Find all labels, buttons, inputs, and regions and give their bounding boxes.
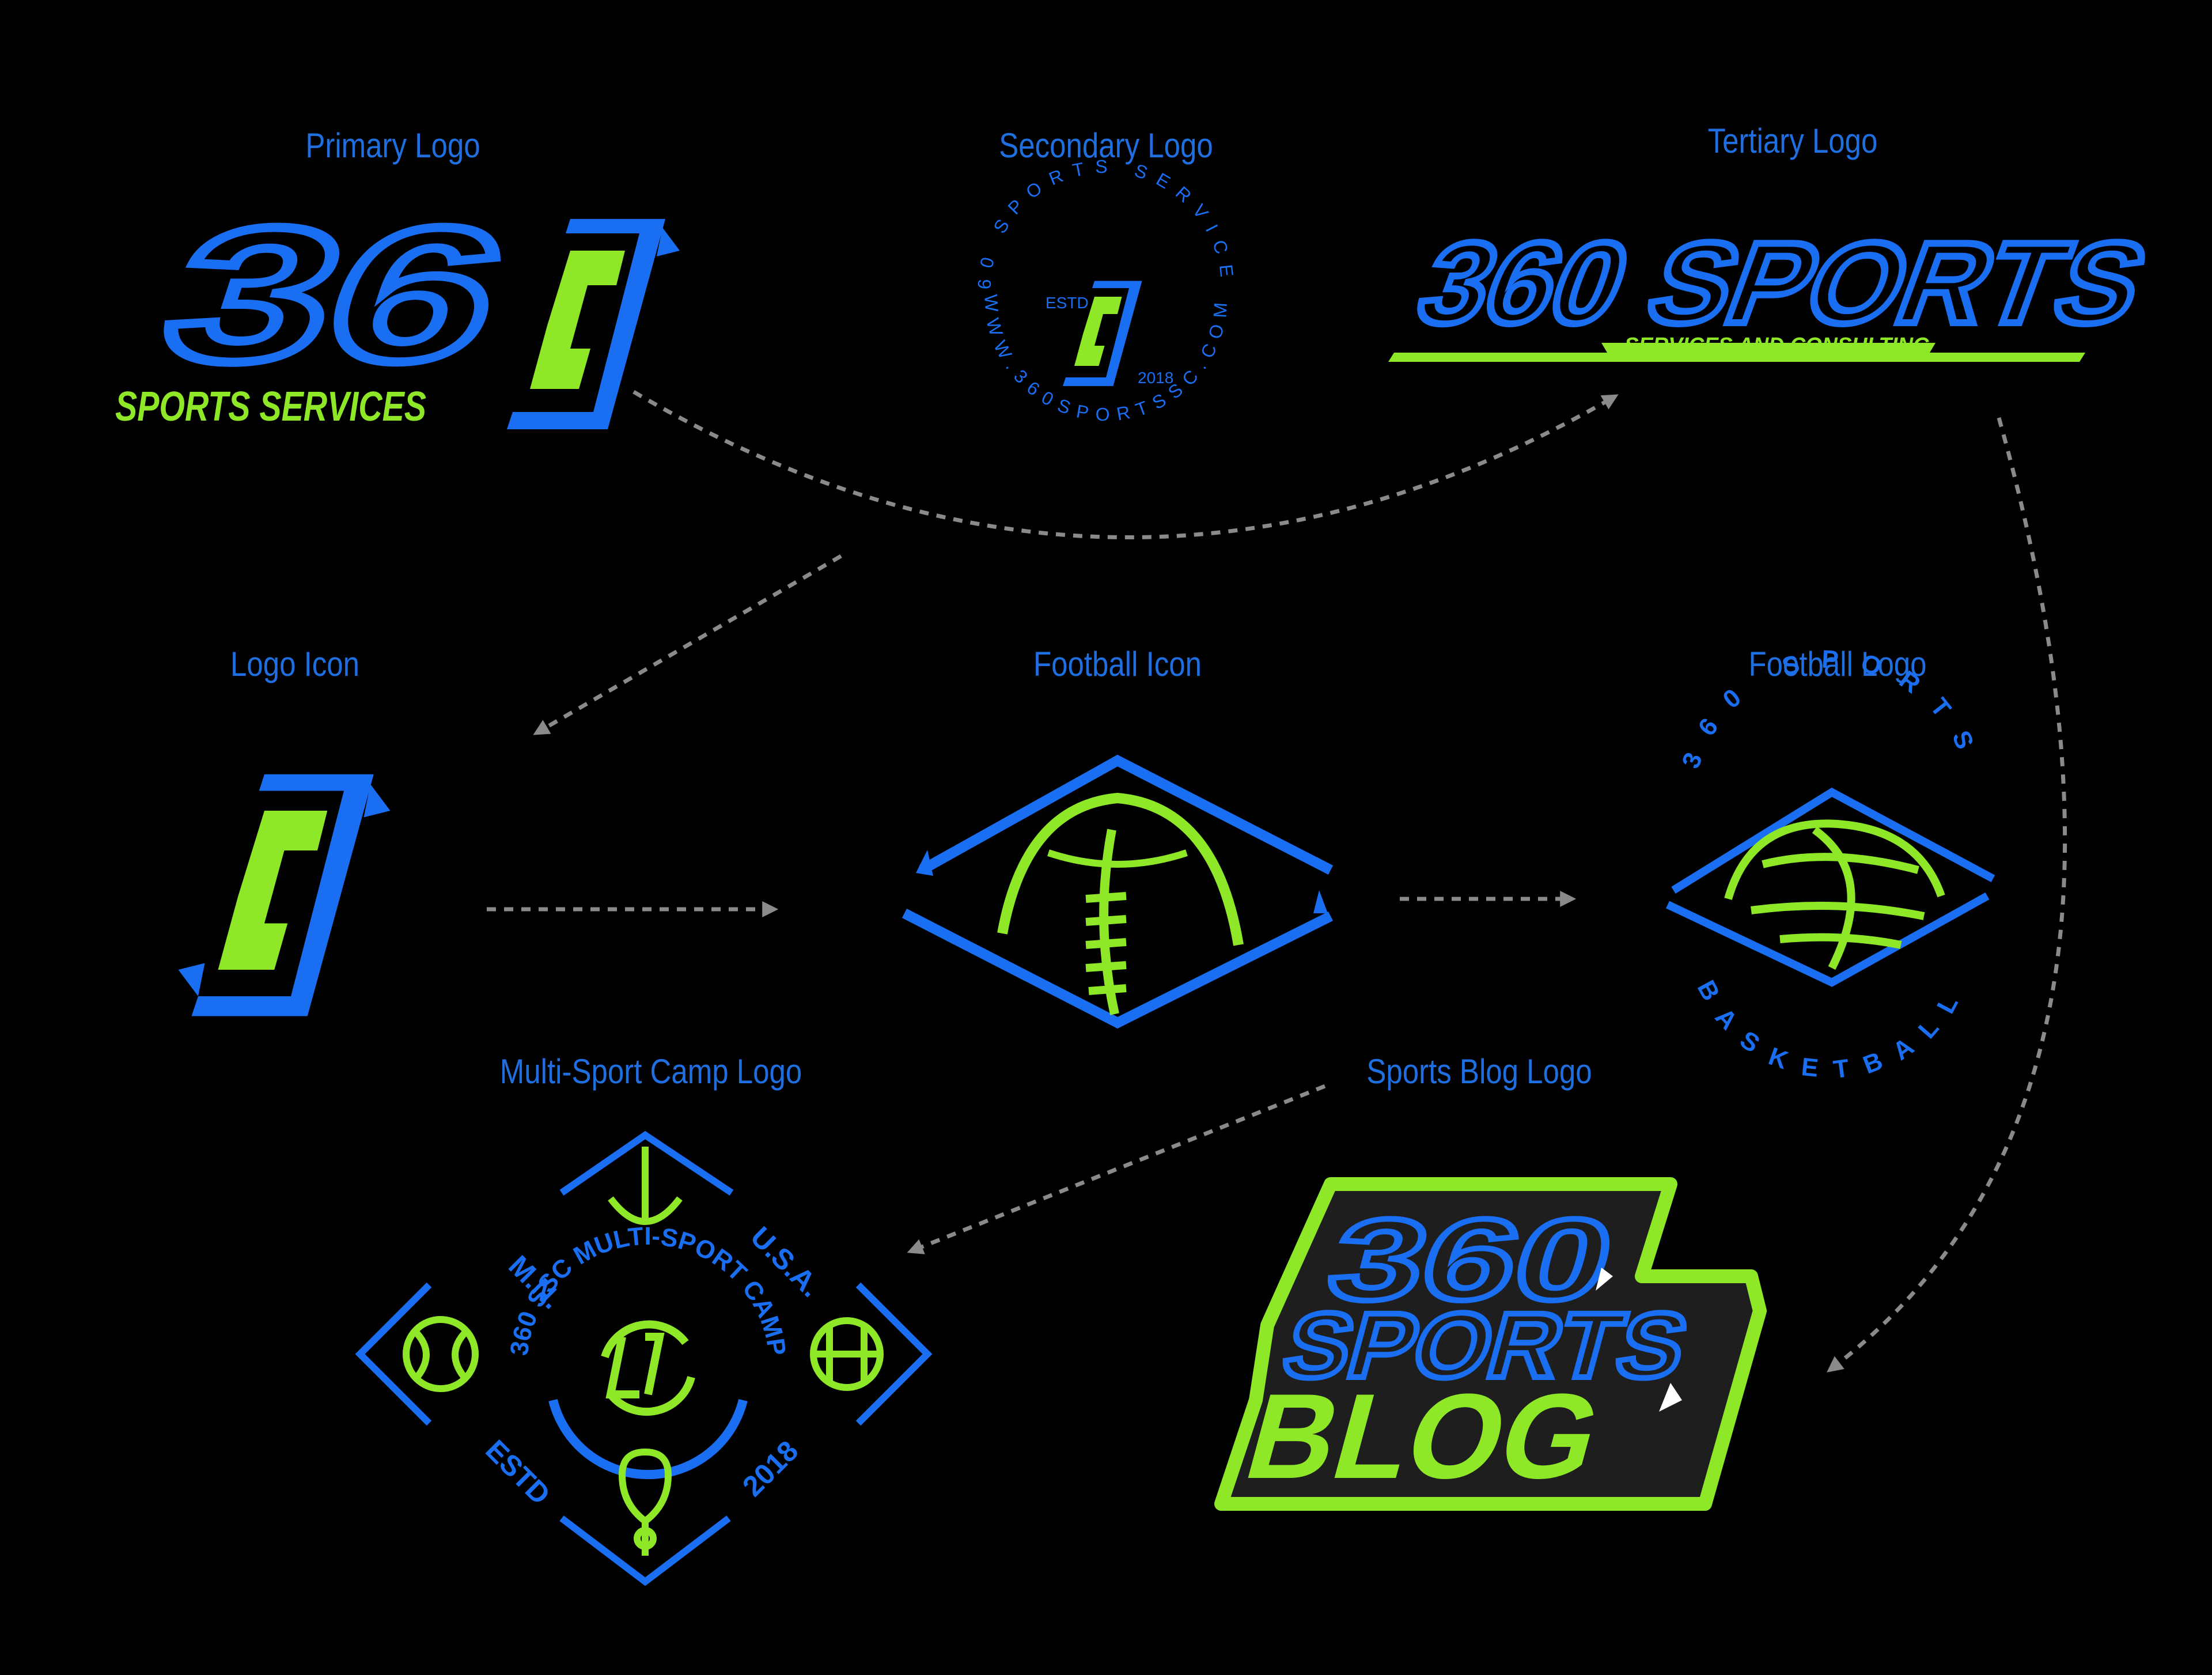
logo-s-icon bbox=[178, 774, 391, 1016]
camp-center-icon bbox=[601, 1320, 695, 1416]
primary-logo-number: 36 bbox=[140, 188, 532, 400]
blog-badge bbox=[1214, 1177, 1767, 1511]
tertiary-subtitle: SERVICES AND CONSULTING bbox=[1624, 334, 1930, 358]
arrow-curve-to-logo-icon bbox=[533, 554, 842, 735]
arrow-primary-to-tertiary bbox=[632, 390, 1619, 539]
connector-arrows bbox=[487, 390, 2067, 1372]
football-logo-bottom: BASKETBALL bbox=[1692, 975, 1955, 1084]
primary-logo: 36 SPORTS SERVICES bbox=[115, 183, 680, 430]
tertiary-logo: 360 SPORTS SERVICES AND CONSULTING bbox=[1388, 215, 2167, 362]
camp-logo: 360 SSC MULTI-SPORT CAMP M.N. U.S.A. EST… bbox=[355, 1130, 933, 1586]
label-football-icon: Football Icon bbox=[1033, 645, 1202, 683]
primary-logo-wordmark: 36 bbox=[135, 183, 536, 405]
camp-left-bottom: ESTD bbox=[479, 1434, 556, 1511]
primary-logo-tagline: SPORTS SERVICES bbox=[115, 384, 426, 430]
secondary-estd: ESTD bbox=[1046, 294, 1089, 312]
baseball-icon bbox=[403, 1316, 479, 1392]
label-secondary-logo: Secondary Logo bbox=[999, 126, 1213, 165]
football-icon bbox=[608, 1147, 683, 1225]
label-camp-logo: Multi-Sport Camp Logo bbox=[499, 1052, 802, 1091]
arrow-tertiary-to-blog bbox=[1827, 417, 2067, 1372]
blog-line3: BLOG bbox=[1233, 1369, 1615, 1504]
basketball-icon bbox=[1724, 819, 1945, 970]
blog-logo: 360 SPORTS BLOG bbox=[1214, 1177, 1767, 1511]
secondary-year: 2018 bbox=[1138, 369, 1173, 387]
football-icon bbox=[902, 754, 1334, 1029]
blog-line2: SPORTS bbox=[1273, 1294, 1698, 1397]
tertiary-rule bbox=[1388, 343, 2085, 362]
svg-text:BASKETBALL: BASKETBALL bbox=[1692, 975, 1972, 1084]
label-football-logo: Football Logo bbox=[1748, 645, 1927, 683]
basketball-icon bbox=[810, 1317, 884, 1391]
label-blog-logo: Sports Blog Logo bbox=[1366, 1052, 1592, 1091]
lacrosse-icon bbox=[618, 1448, 672, 1556]
football-logo: 360 SPORTS BASKETBALL bbox=[1666, 645, 1995, 1084]
label-primary-logo: Primary Logo bbox=[305, 126, 480, 165]
label-tertiary-logo: Tertiary Logo bbox=[1707, 122, 1878, 160]
blog-line1: 360 bbox=[1316, 1196, 1627, 1324]
arrow-blog-to-camp bbox=[907, 1084, 1326, 1254]
camp-right-bottom: 2018 bbox=[736, 1435, 804, 1503]
label-logo-icon: Logo Icon bbox=[230, 645, 360, 683]
tertiary-title: 360 SPORTS bbox=[1402, 218, 2163, 347]
primary-logo-s-icon bbox=[507, 219, 680, 429]
secondary-s-icon bbox=[1063, 281, 1142, 386]
